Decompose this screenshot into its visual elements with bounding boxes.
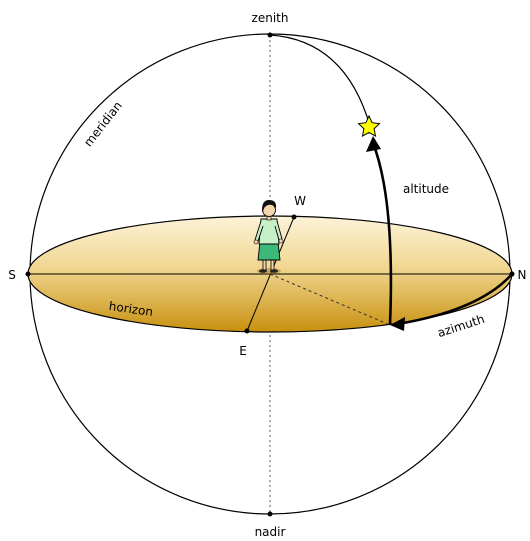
vertical-circle-arc <box>269 34 371 127</box>
altitude-label: altitude <box>403 182 449 196</box>
west-point <box>291 214 297 220</box>
meridian-label: meridian <box>81 99 125 150</box>
east-label: E <box>239 344 247 358</box>
north-label: N <box>518 268 527 282</box>
nadir-label: nadir <box>255 525 286 539</box>
south-point <box>25 271 31 277</box>
altitude-arc <box>371 142 393 326</box>
altitude-arrowhead <box>366 136 381 152</box>
horizon-label: horizon <box>108 299 154 319</box>
azimuth-label: azimuth <box>436 312 487 340</box>
star-icon <box>357 114 381 137</box>
azimuth-arc <box>397 273 513 326</box>
nadir-point <box>267 511 273 517</box>
zenith-label: zenith <box>252 11 289 25</box>
south-label: S <box>8 268 16 282</box>
north-point <box>509 271 515 277</box>
observer-figure <box>253 200 284 274</box>
star-projection-line <box>269 273 391 326</box>
west-label: W <box>294 194 306 208</box>
azimuth-arrowhead <box>390 317 405 331</box>
zenith-point <box>267 32 273 38</box>
east-point <box>244 328 250 334</box>
